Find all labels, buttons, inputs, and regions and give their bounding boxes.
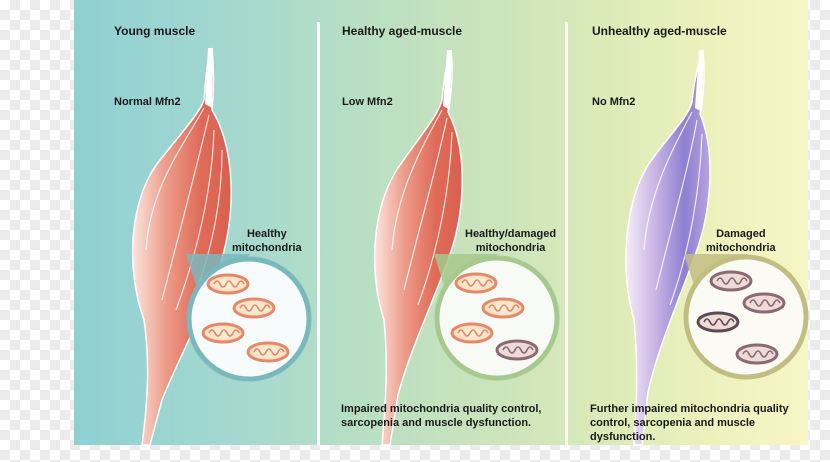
mitochondrion-healthy [206,273,250,295]
mito-label-young: Healthy mitochondria [232,227,302,255]
mitochondrion-healthy [454,272,498,294]
mito-label-line: Healthy/damaged [465,228,557,240]
unhealthy-muscle [625,49,711,446]
mito-label-line: mitochondria [475,242,546,254]
mito-label-line: mitochondria [232,242,302,254]
young-muscle [131,47,232,446]
mito-label-line: Healthy [246,228,287,240]
mitochondrion-healthy [481,297,525,319]
mitochondrion-damaged [495,339,539,361]
panel-title-unhealthy: Unhealthy aged-muscle [592,24,727,38]
mitochondrion-healthy [246,341,290,363]
panel-divider-1 [317,22,320,445]
note-line: sarcopenia and muscle dysfunction. [341,417,532,429]
mitochondrion-healthy [450,322,494,344]
panel-title-aged: Healthy aged-muscle [342,24,463,38]
note-line: control, sarcopenia and muscle [590,417,756,429]
mfn2-level-young: Normal Mfn2 [114,96,181,108]
panel-divider-2 [565,22,568,445]
mitochondrion-damaged [742,292,786,314]
note-aged: Impaired mitochondria quality control, s… [341,402,541,430]
note-line: Impaired mitochondria quality control, [341,403,542,415]
mito-label-line: Damaged [716,228,766,240]
mfn2-level-aged: Low Mfn2 [342,96,393,108]
mitochondrion-damaged [709,270,753,292]
mfn2-level-unhealthy: No Mfn2 [592,96,636,108]
note-line: Further impaired mitochondria quality [590,403,789,415]
mitochondrion-damaged [696,311,740,333]
mitochondrion-healthy [232,297,276,319]
mito-label-unhealthy: Damaged mitochondria [706,227,776,255]
mito-label-aged: Healthy/damaged mitochondria [465,227,556,255]
note-line: dysfunction. [590,431,656,443]
mito-label-line: mitochondria [706,242,776,254]
note-unhealthy: Further impaired mitochondria quality co… [590,402,789,444]
aged-muscle [373,49,463,446]
mitochondrion-damaged [735,343,779,365]
mitochondrion-healthy [201,322,245,344]
panel-title-young: Young muscle [114,24,196,38]
